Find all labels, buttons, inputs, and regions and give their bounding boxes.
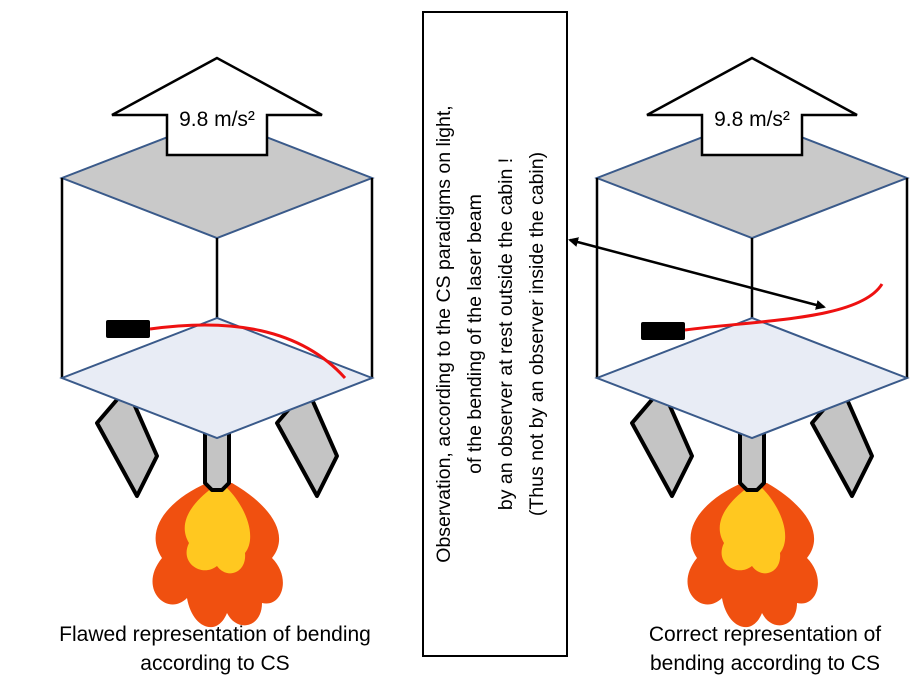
right-laser-beam bbox=[684, 283, 884, 332]
left-panel: 9.8 m/s² Flawed representation of bendin… bbox=[59, 56, 374, 675]
observation-line2: of the bending of the laser beam bbox=[464, 194, 486, 474]
observation-box: Observation, according to the CS paradig… bbox=[422, 11, 568, 657]
left-acceleration-arrow bbox=[110, 56, 324, 157]
observation-line3: by an observer at rest outside the cabin… bbox=[495, 158, 517, 510]
observation-line4: (Thus not by an observer inside the cabi… bbox=[526, 152, 548, 516]
left-cabin bbox=[60, 116, 374, 630]
left-laser-device bbox=[106, 320, 150, 338]
right-caption-line2: bending according to CS bbox=[650, 652, 880, 675]
observation-line1: Observation, according to the CS paradig… bbox=[433, 105, 455, 562]
left-caption-line2: according to CS bbox=[140, 652, 289, 675]
right-panel: 9.8 m/s² Correct representation of bendi… bbox=[595, 56, 909, 675]
right-caption-line1: Correct representation of bbox=[649, 623, 881, 646]
right-acceleration-label: 9.8 m/s² bbox=[714, 108, 790, 131]
right-cabin bbox=[595, 116, 909, 630]
left-acceleration-label: 9.8 m/s² bbox=[179, 108, 255, 131]
observation-pointer-arrow bbox=[568, 237, 826, 310]
left-laser-beam bbox=[149, 323, 347, 380]
right-laser-device bbox=[641, 322, 685, 340]
right-acceleration-arrow bbox=[645, 56, 859, 157]
left-caption-line1: Flawed representation of bending bbox=[59, 623, 371, 646]
